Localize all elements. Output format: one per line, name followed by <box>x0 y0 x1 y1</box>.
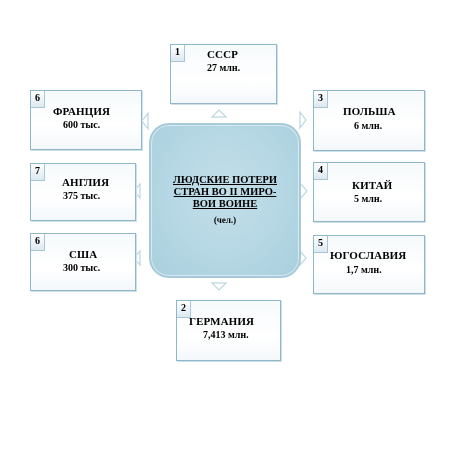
node-value: 600 тыс. <box>63 120 101 131</box>
node-yugoslavia: 5 ЮГОСЛАВИЯ 1,7 млн. <box>313 235 425 294</box>
node-value: 6 млн. <box>354 121 383 132</box>
node-name: ГЕРМАНИЯ <box>189 316 255 328</box>
center-node: ЛЮДСКИЕ ПОТЕРИ СТРАН ВО II МИРО-ВОИ ВОИН… <box>149 123 301 278</box>
arrow-left-france <box>141 111 149 131</box>
node-france: 6 ФРАНЦИЯ 600 тыс. <box>30 90 142 150</box>
node-number: 1 <box>171 45 185 62</box>
node-value: 7,413 млн. <box>203 330 249 341</box>
node-name: КИТАЙ <box>352 180 393 192</box>
node-name: АНГЛИЯ <box>62 177 110 189</box>
node-germany: 2 ГЕРМАНИЯ 7,413 млн. <box>176 300 281 361</box>
node-number: 6 <box>31 91 45 108</box>
arrow-right-china <box>299 181 308 201</box>
node-value: 300 тыс. <box>63 263 101 274</box>
arrow-right-poland <box>299 110 307 130</box>
node-number: 7 <box>31 164 45 181</box>
node-usa: 6 США 300 тыс. <box>30 233 136 291</box>
node-value: 375 тыс. <box>63 191 101 202</box>
node-name: ПОЛЬША <box>343 106 396 118</box>
node-value: 5 млн. <box>354 194 383 205</box>
node-name: СССР <box>207 49 238 61</box>
node-number: 5 <box>314 236 328 253</box>
node-china: 4 КИТАЙ 5 млн. <box>313 162 425 222</box>
arrow-left-england <box>133 182 141 200</box>
arrow-up <box>210 109 228 118</box>
node-number: 2 <box>177 301 191 318</box>
node-name: ФРАНЦИЯ <box>53 106 111 118</box>
node-name: ЮГОСЛАВИЯ <box>330 250 407 262</box>
node-number: 4 <box>314 163 328 180</box>
center-unit: (чел.) <box>213 215 237 225</box>
node-england: 7 АНГЛИЯ 375 тыс. <box>30 163 136 221</box>
node-poland: 3 ПОЛЬША 6 млн. <box>313 90 425 151</box>
node-name: США <box>69 249 98 261</box>
center-title: ЛЮДСКИЕ ПОТЕРИ СТРАН ВО II МИРО-ВОИ ВОИН… <box>173 175 277 210</box>
node-ussr: 1 СССР 27 млн. <box>170 44 277 104</box>
node-number: 3 <box>314 91 328 108</box>
node-value: 27 млн. <box>207 63 241 74</box>
arrow-down <box>210 282 228 291</box>
node-value: 1,7 млн. <box>346 265 382 276</box>
node-number: 6 <box>31 234 45 251</box>
arrow-left-usa <box>133 249 141 267</box>
